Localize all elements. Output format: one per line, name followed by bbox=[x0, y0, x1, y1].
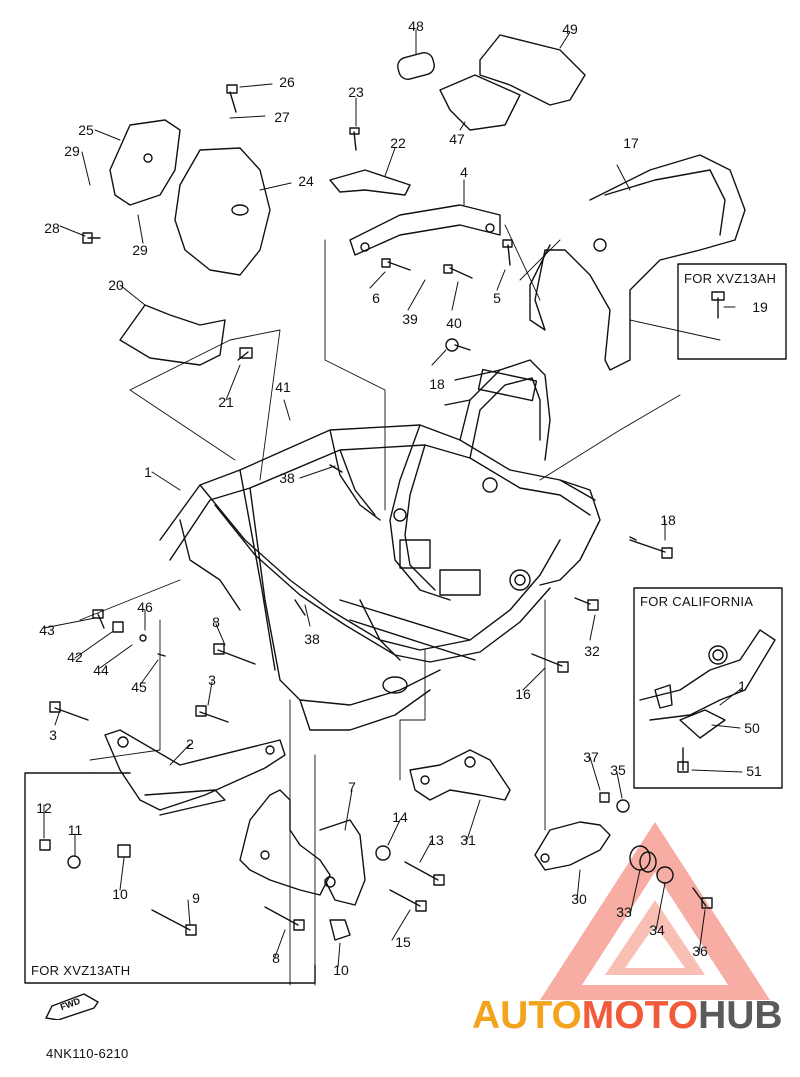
main-frame bbox=[159, 359, 601, 731]
part-7-bracket bbox=[239, 789, 366, 906]
callout-18-right: 18 bbox=[660, 512, 676, 528]
part-31-bracket bbox=[409, 749, 511, 801]
bolt-fasteners bbox=[39, 84, 725, 941]
label-for-california: FOR CALIFORNIA bbox=[640, 594, 754, 609]
callout-42: 42 bbox=[67, 649, 83, 665]
part-22-bracket bbox=[329, 169, 411, 196]
callout-27: 27 bbox=[274, 109, 290, 125]
part-49-bracket bbox=[479, 34, 586, 106]
watermark-part3: HUB bbox=[698, 994, 783, 1037]
part-47-pad bbox=[439, 74, 521, 131]
callout-9: 9 bbox=[192, 890, 200, 906]
callout-30: 30 bbox=[571, 891, 587, 907]
part-17-rear-frame bbox=[529, 154, 746, 371]
callout-37: 37 bbox=[583, 749, 599, 765]
box-for-xvz13ath bbox=[24, 772, 316, 984]
callout-29-lower: 29 bbox=[132, 242, 148, 258]
callout-48: 48 bbox=[408, 18, 424, 34]
callout-22: 22 bbox=[390, 135, 406, 151]
callout-28: 28 bbox=[44, 220, 60, 236]
callout-36: 36 bbox=[692, 943, 708, 959]
callout-51: 51 bbox=[746, 763, 762, 779]
callout-13: 13 bbox=[428, 832, 444, 848]
callout-3-right: 3 bbox=[208, 672, 216, 688]
callout-29-left: 29 bbox=[64, 143, 80, 159]
part-2-bracket bbox=[104, 729, 286, 816]
callout-17: 17 bbox=[623, 135, 639, 151]
callout-41: 41 bbox=[275, 379, 291, 395]
label-for-xvz13ah: FOR XVZ13AH bbox=[684, 271, 777, 286]
callout-45: 45 bbox=[131, 679, 147, 695]
label-for-xvz13ath: FOR XVZ13ATH bbox=[31, 963, 131, 978]
california-inset-drawing bbox=[639, 629, 776, 739]
callout-31: 31 bbox=[460, 832, 476, 848]
callout-25: 25 bbox=[78, 122, 94, 138]
watermark-part2: MOTO bbox=[581, 994, 699, 1037]
callout-26: 26 bbox=[279, 74, 295, 90]
callout-43: 43 bbox=[39, 622, 55, 638]
callout-3-left: 3 bbox=[49, 727, 57, 743]
callout-15: 15 bbox=[395, 934, 411, 950]
callout-5: 5 bbox=[493, 290, 501, 306]
callout-38-lower: 38 bbox=[304, 631, 320, 647]
callout-23: 23 bbox=[348, 84, 364, 100]
watermark-part1: AUTO bbox=[472, 994, 582, 1037]
callout-20: 20 bbox=[108, 277, 124, 293]
callout-32: 32 bbox=[584, 643, 600, 659]
callout-18-upper: 18 bbox=[429, 376, 445, 392]
diagram-part-number: 4NK110-6210 bbox=[46, 1046, 129, 1061]
callout-49: 49 bbox=[562, 21, 578, 37]
part-20-bracket bbox=[119, 304, 226, 366]
callout-7: 7 bbox=[348, 779, 356, 795]
callout-34: 34 bbox=[649, 922, 665, 938]
callout-6: 6 bbox=[372, 290, 380, 306]
callout-47: 47 bbox=[449, 131, 465, 147]
callout-35: 35 bbox=[610, 762, 626, 778]
part-4-grab-bar bbox=[349, 204, 501, 256]
callout-10-left: 10 bbox=[112, 886, 128, 902]
callout-12: 12 bbox=[36, 800, 52, 816]
callout-21: 21 bbox=[218, 394, 234, 410]
part-25-cover bbox=[109, 119, 181, 206]
callout-8-upper: 8 bbox=[212, 614, 220, 630]
fwd-arrow-icon bbox=[44, 992, 100, 1021]
callout-1: 1 bbox=[144, 464, 152, 480]
box-for-xvz13ah bbox=[677, 263, 787, 360]
callout-44: 44 bbox=[93, 662, 109, 678]
leader-lines bbox=[43, 29, 743, 968]
part-24-side-cover bbox=[174, 147, 271, 276]
box-for-california bbox=[633, 587, 783, 789]
part-48-gasket bbox=[397, 52, 435, 80]
watermark-triangle-logo bbox=[540, 822, 770, 1000]
callout-1-california: 1 bbox=[738, 678, 746, 694]
assembly-guide-lines bbox=[79, 224, 721, 986]
part-30-bracket bbox=[534, 821, 611, 871]
callout-19: 19 bbox=[752, 299, 768, 315]
callout-14: 14 bbox=[392, 809, 408, 825]
callout-11: 11 bbox=[67, 822, 83, 838]
callout-39: 39 bbox=[402, 311, 418, 327]
callout-4: 4 bbox=[460, 164, 468, 180]
callout-24: 24 bbox=[298, 173, 314, 189]
callout-2: 2 bbox=[186, 736, 194, 752]
callout-10-right: 10 bbox=[333, 962, 349, 978]
watermark-automotohub: AUTOMOTOHUB bbox=[472, 994, 783, 1038]
callout-46: 46 bbox=[137, 599, 153, 615]
callout-50: 50 bbox=[744, 720, 760, 736]
callout-33: 33 bbox=[616, 904, 632, 920]
callout-40: 40 bbox=[446, 315, 462, 331]
callout-8-lower: 8 bbox=[272, 950, 280, 966]
callout-38-upper: 38 bbox=[279, 470, 295, 486]
callout-16: 16 bbox=[515, 686, 531, 702]
